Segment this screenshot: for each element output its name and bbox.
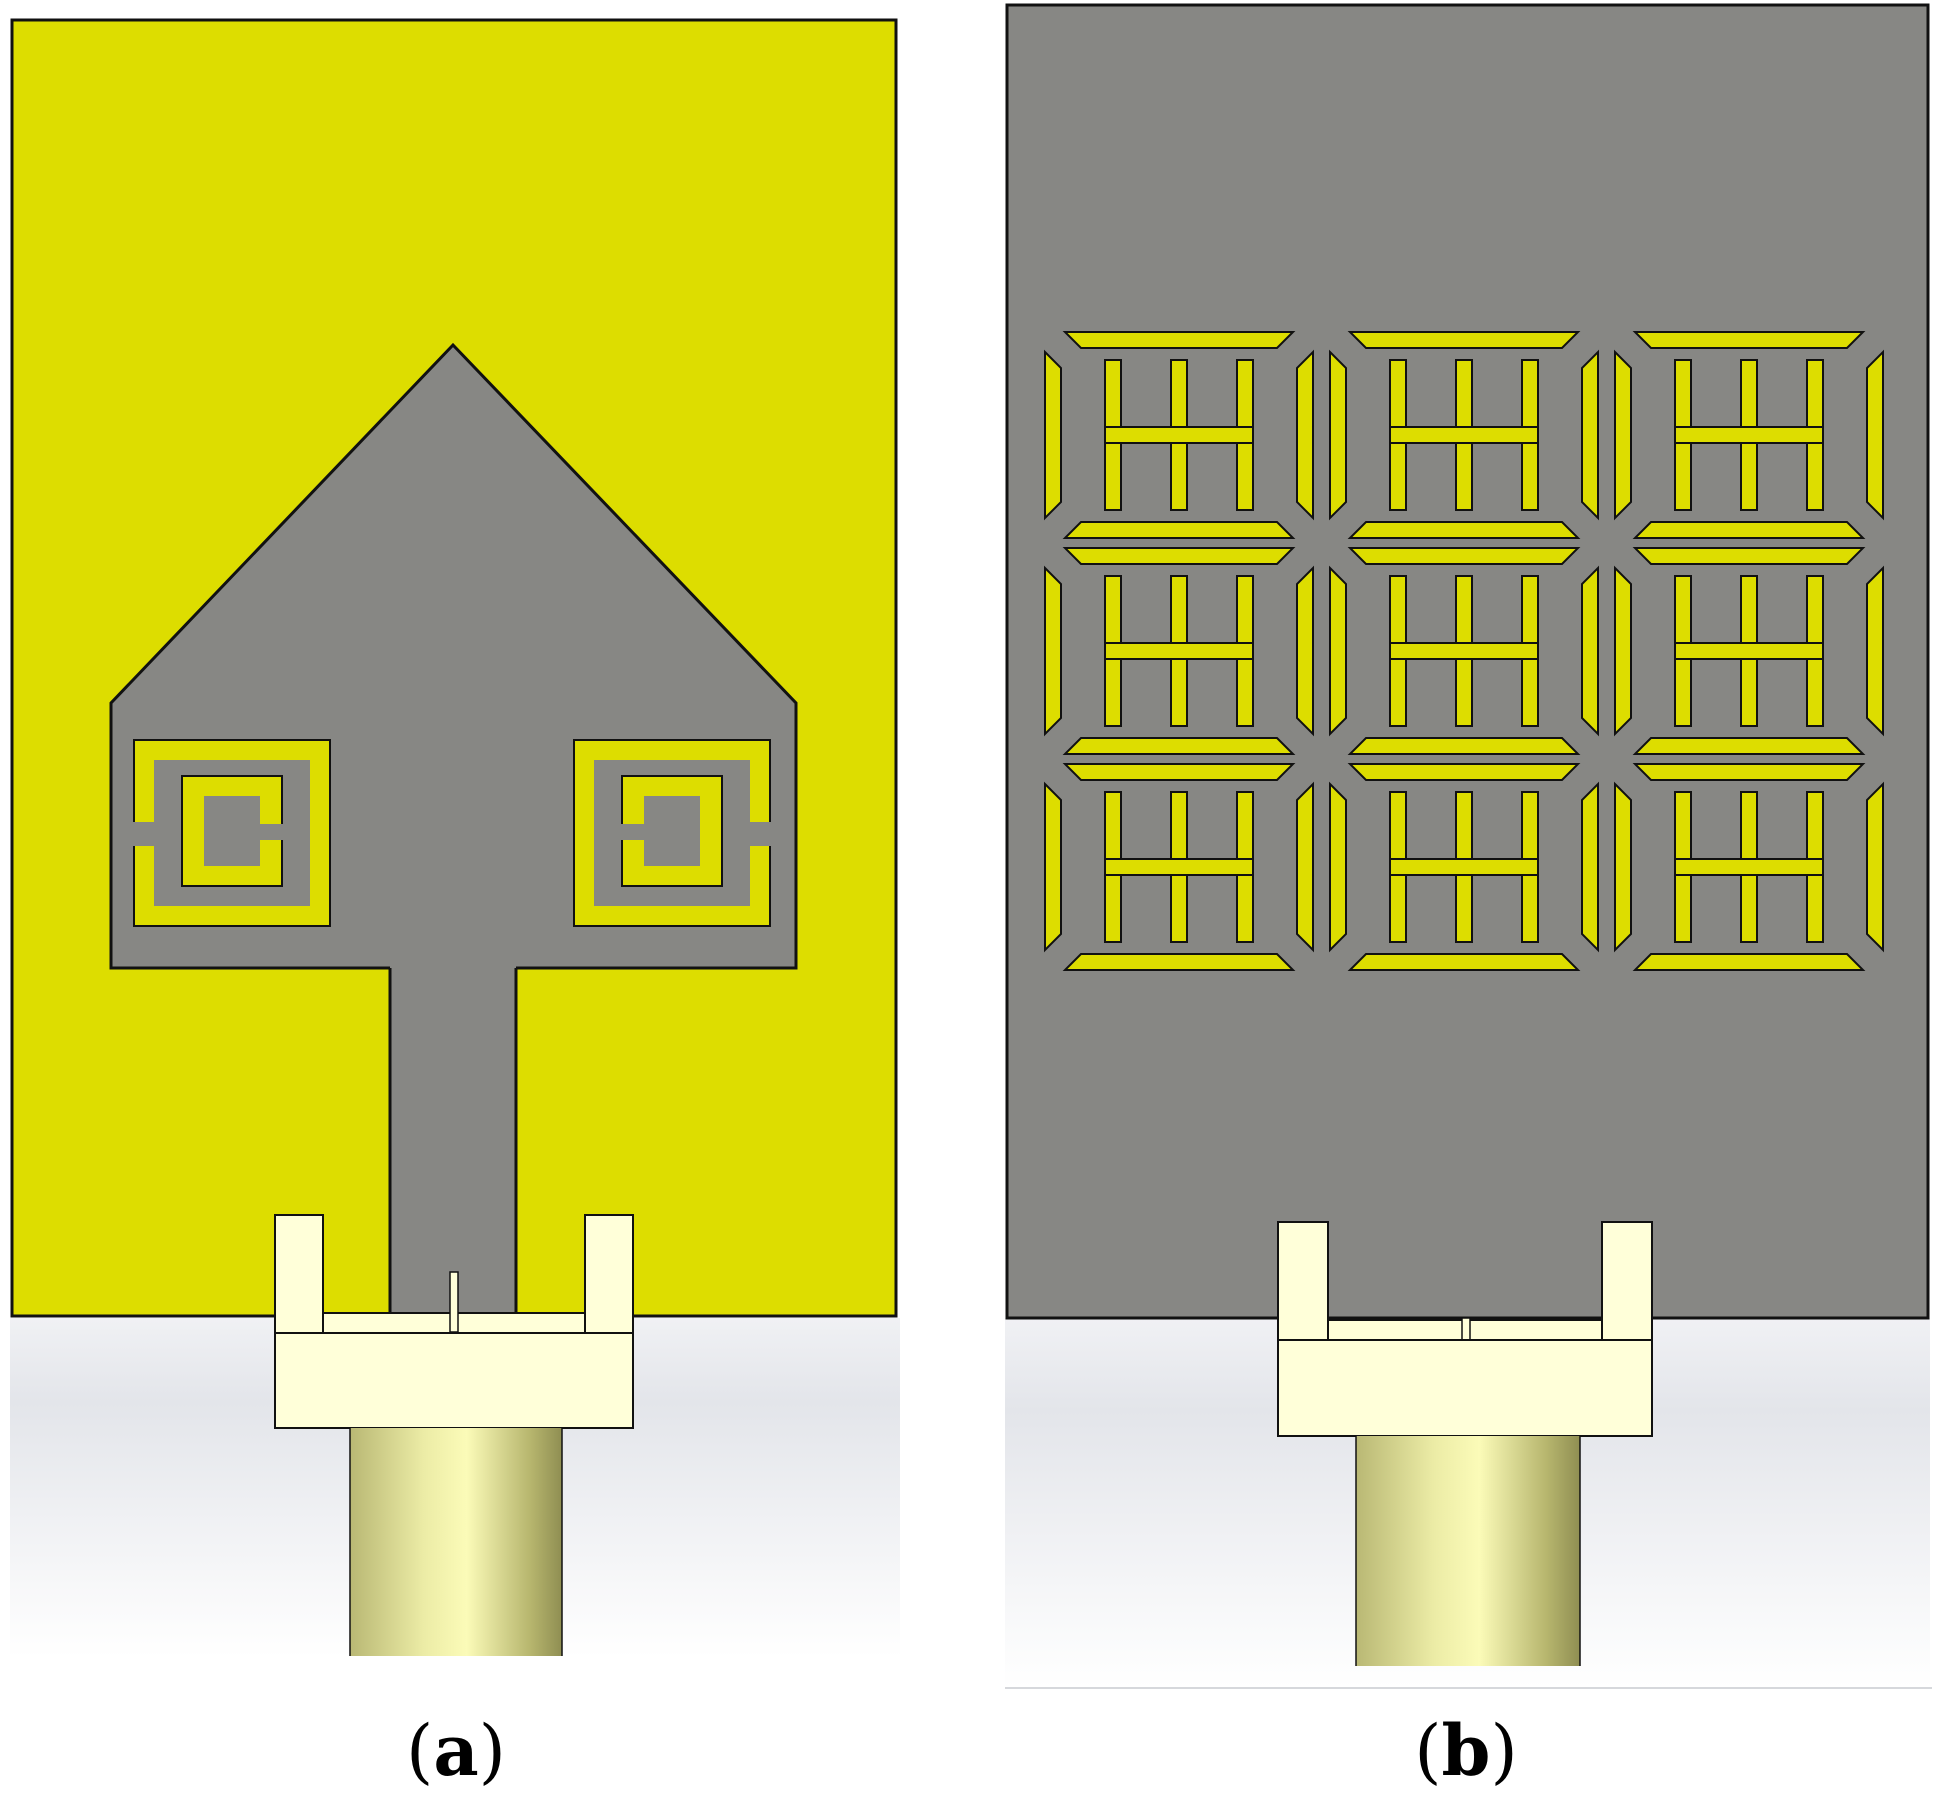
metasurface-array bbox=[1044, 331, 1884, 971]
panel-b: (b) bbox=[1005, 3, 1932, 1792]
unit-cell-2-3-right bbox=[1866, 565, 1884, 737]
unit-cell-2-2-left bbox=[1329, 565, 1347, 737]
unit-cell-1-3-left bbox=[1614, 349, 1632, 521]
unit-cell-3-2-inner-cross bbox=[1389, 858, 1539, 876]
csrr-right bbox=[573, 739, 774, 927]
unit-cell-3-2-top bbox=[1347, 763, 1581, 781]
unit-cell-2-2-bottom bbox=[1347, 737, 1581, 755]
panel-a: (a) bbox=[10, 18, 900, 1792]
unit-cell-1-1-bottom bbox=[1062, 521, 1296, 539]
unit-cell-2-2-top bbox=[1347, 547, 1581, 565]
unit-cell-2-1-left bbox=[1044, 565, 1062, 737]
panel-b-caption: (b) bbox=[1414, 1709, 1518, 1792]
unit-cell-1-2-left bbox=[1329, 349, 1347, 521]
unit-cell-1-2-bottom bbox=[1347, 521, 1581, 539]
feed-line bbox=[390, 966, 516, 1316]
unit-cell-1-1-left bbox=[1044, 349, 1062, 521]
unit-cell-1-3-bottom bbox=[1632, 521, 1866, 539]
unit-cell-2-3-inner-cross bbox=[1674, 642, 1824, 660]
panel-a-caption: (a) bbox=[406, 1709, 506, 1792]
unit-cell-2-2-right bbox=[1581, 565, 1599, 737]
unit-cell-3-3-top bbox=[1632, 763, 1866, 781]
unit-cell-2-3-bottom bbox=[1632, 737, 1866, 755]
unit-cell-2-1-right bbox=[1296, 565, 1314, 737]
unit-cell-2-2-inner-cross bbox=[1389, 642, 1539, 660]
unit-cell-2-3-top bbox=[1632, 547, 1866, 565]
unit-cell-3-2-bottom bbox=[1347, 953, 1581, 971]
unit-cell-3-3-bottom bbox=[1632, 953, 1866, 971]
unit-cell-3-2-right bbox=[1581, 781, 1599, 953]
unit-cell-3-3-right bbox=[1866, 781, 1884, 953]
unit-cell-1-3-top bbox=[1632, 331, 1866, 349]
csrr-left bbox=[130, 739, 331, 927]
unit-cell-1-1-inner-cross bbox=[1104, 426, 1254, 444]
unit-cell-3-1-bottom bbox=[1062, 953, 1296, 971]
unit-cell-1-2-inner-cross bbox=[1389, 426, 1539, 444]
unit-cell-1-3-right bbox=[1866, 349, 1884, 521]
unit-cell-1-2-top bbox=[1347, 331, 1581, 349]
unit-cell-3-1-inner-cross bbox=[1104, 858, 1254, 876]
unit-cell-3-1-left bbox=[1044, 781, 1062, 953]
unit-cell-1-1-top bbox=[1062, 331, 1296, 349]
unit-cell-3-1-right bbox=[1296, 781, 1314, 953]
unit-cell-2-1-bottom bbox=[1062, 737, 1296, 755]
unit-cell-3-3-left bbox=[1614, 781, 1632, 953]
unit-cell-1-1-right bbox=[1296, 349, 1314, 521]
unit-cell-2-1-top bbox=[1062, 547, 1296, 565]
unit-cell-2-3-left bbox=[1614, 565, 1632, 737]
unit-cell-3-1-top bbox=[1062, 763, 1296, 781]
unit-cell-1-3-inner-cross bbox=[1674, 426, 1824, 444]
unit-cell-3-2-left bbox=[1329, 781, 1347, 953]
unit-cell-1-2-right bbox=[1581, 349, 1599, 521]
sma-connector-a bbox=[274, 1214, 634, 1656]
sma-connector-b bbox=[1277, 1221, 1653, 1666]
unit-cell-2-1-inner-cross bbox=[1104, 642, 1254, 660]
unit-cell-3-3-inner-cross bbox=[1674, 858, 1824, 876]
